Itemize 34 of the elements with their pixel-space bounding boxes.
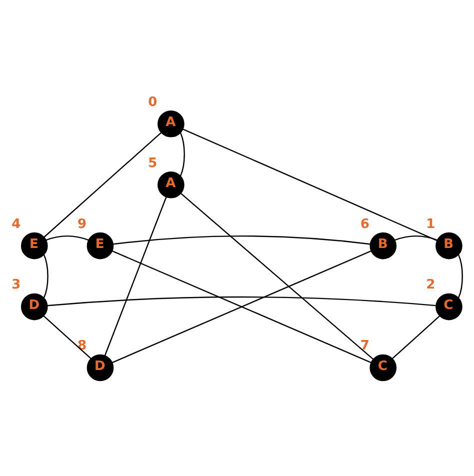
node-circle: E — [20, 232, 48, 259]
connector — [43, 254, 48, 298]
connector — [43, 315, 92, 358]
connector — [44, 132, 162, 238]
node-circle: A — [158, 170, 184, 198]
connector — [113, 234, 370, 244]
node-label: 0 — [148, 94, 158, 110]
node-label: 1 — [426, 216, 436, 232]
connector — [46, 234, 89, 240]
connector — [112, 250, 372, 363]
node-circle: E — [86, 232, 114, 259]
node-label: 4 — [12, 216, 21, 232]
node-label: 8 — [77, 338, 87, 354]
connector — [180, 192, 374, 360]
node-circle: D — [20, 292, 48, 320]
node-label: 9 — [77, 216, 87, 232]
connector — [392, 315, 440, 358]
node-circle: B — [370, 232, 397, 259]
node-circle: A — [158, 110, 184, 137]
node-label: 2 — [426, 277, 436, 292]
node-label: 6 — [360, 216, 370, 232]
connector — [47, 296, 436, 306]
connector — [104, 196, 167, 356]
node-circle: C — [370, 354, 397, 381]
node-circle: C — [436, 292, 462, 320]
connector — [182, 128, 437, 241]
node-circle: D — [86, 354, 114, 381]
node-label: 7 — [360, 338, 370, 354]
connector — [458, 254, 463, 298]
connector — [394, 234, 438, 240]
node-circle: B — [436, 232, 462, 259]
connector — [180, 132, 185, 176]
node-label: 3 — [12, 277, 21, 292]
node-label: 5 — [148, 155, 158, 170]
